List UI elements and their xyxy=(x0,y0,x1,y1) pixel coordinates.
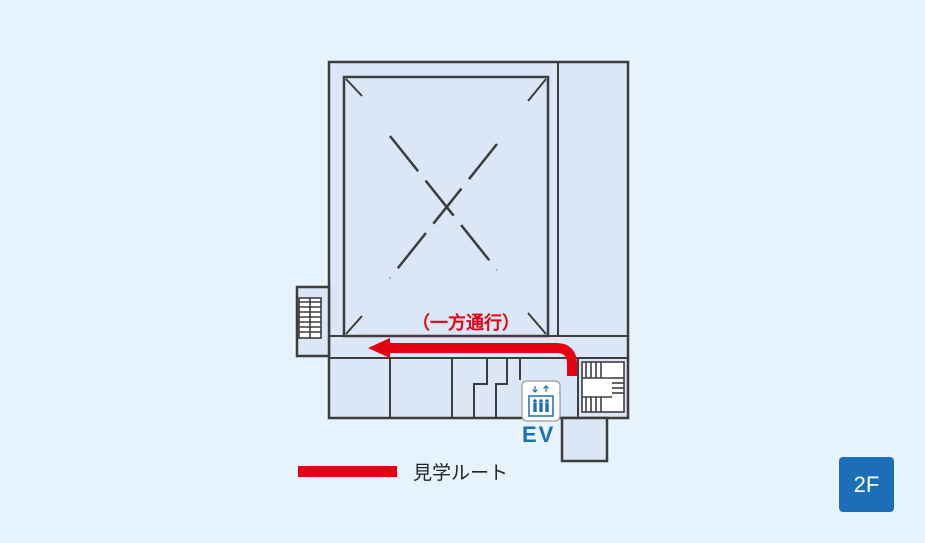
one-way-label: （一方通行） xyxy=(412,313,520,334)
stairs-icon xyxy=(581,361,625,413)
map-legend: 見学ルート xyxy=(298,458,508,485)
elevator-icon xyxy=(521,380,561,422)
elevator-label: EV xyxy=(522,422,556,447)
stairs-icon xyxy=(298,297,322,339)
interior-walls xyxy=(329,62,628,418)
legend-route-swatch xyxy=(298,466,397,477)
floor-badge[interactable]: 2F xyxy=(839,457,894,512)
tour-route xyxy=(368,338,577,376)
atrium-void xyxy=(342,75,550,338)
legend-route-label: 見学ルート xyxy=(413,462,509,484)
